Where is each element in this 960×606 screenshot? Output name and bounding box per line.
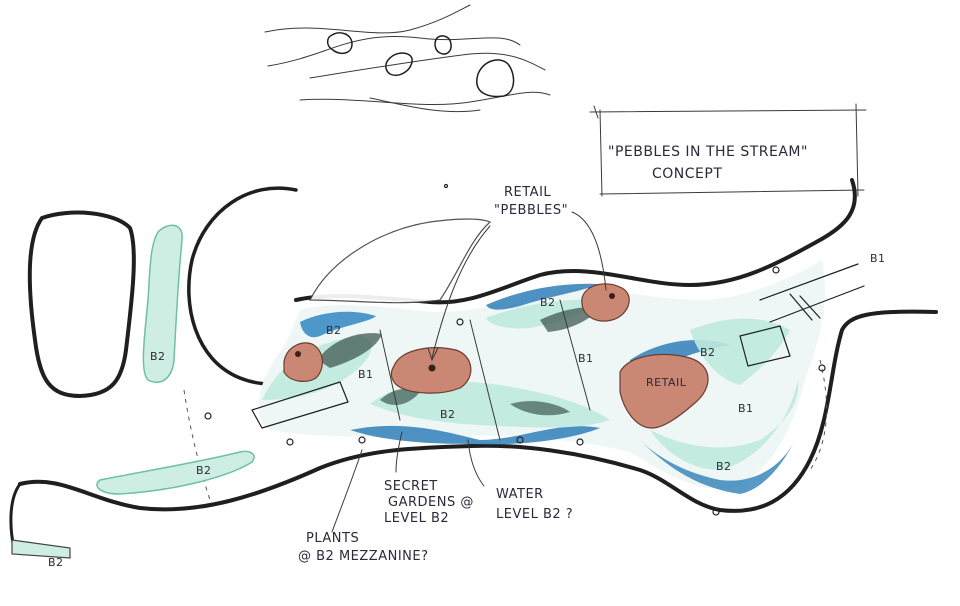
- bottom-left-mint-strip: [96, 450, 255, 495]
- level-label-b2-top-center: B2: [540, 296, 556, 309]
- level-label-b1-right: B1: [738, 402, 754, 415]
- callout-plants-line2: @ B2 MEZZANINE?: [298, 549, 429, 564]
- callout-retail-line2: "PEBBLES": [494, 203, 568, 218]
- callout-secret-gardens: SECRET GARDENS @ LEVEL B2: [384, 431, 474, 526]
- callout-secret-line2: GARDENS @: [388, 495, 474, 510]
- callout-plants-line1: PLANTS: [306, 531, 359, 546]
- site-outline-bottom: [18, 309, 938, 513]
- dashed-edge-right: [809, 359, 827, 471]
- mini-pebble-4: [476, 59, 515, 98]
- callout-plants: PLANTS @ B2 MEZZANINE?: [298, 449, 429, 564]
- pebble-top-dot: [609, 293, 615, 299]
- level-label-b2-upper-left: B2: [326, 324, 342, 337]
- level-label-b2-bottom-left: B2: [196, 464, 212, 477]
- dark-planting-lower: [510, 401, 570, 416]
- bridge-lines-right: [759, 263, 865, 323]
- level-label-b1-left: B1: [358, 368, 374, 381]
- corner-mint-strip: [11, 539, 71, 559]
- mini-stream-diagram: [264, 4, 551, 113]
- structure-line-2: [469, 319, 501, 441]
- retail-label: RETAIL: [646, 376, 687, 389]
- circulation-box-right: [739, 325, 791, 367]
- level-label-b2-right-upper: B2: [700, 346, 716, 359]
- callout-water-line2: LEVEL B2 ?: [496, 507, 573, 522]
- pebble-left-dot: [295, 351, 301, 357]
- level-label-b2-corner: B2: [48, 556, 64, 569]
- callout-retail-pebbles: RETAIL "PEBBLES": [427, 185, 607, 362]
- water-band-upper-left: [300, 311, 376, 338]
- mini-pebble-1: [326, 32, 353, 55]
- concept-title-line1: "PEBBLES IN THE STREAM": [608, 144, 808, 160]
- left-building-outline: [27, 210, 136, 398]
- pebble-left: [283, 342, 323, 382]
- callout-secret-line1: SECRET: [384, 479, 438, 494]
- dashed-edge-left: [183, 389, 211, 501]
- level-label-b1-center: B1: [578, 352, 594, 365]
- dark-planting-top: [540, 307, 600, 332]
- structure-line-1: [379, 329, 401, 421]
- concept-title-line2: CONCEPT: [652, 166, 722, 182]
- pebble-retail-large: [619, 353, 709, 429]
- garden-zone-top: [486, 299, 600, 329]
- callout-water-line1: WATER: [496, 487, 544, 502]
- column-markers: [204, 183, 826, 516]
- callout-retail-line1: RETAIL: [504, 185, 551, 200]
- left-mint-strip: [142, 224, 183, 383]
- water-band-bottom: [350, 425, 600, 445]
- pebble-top: [581, 283, 630, 322]
- water-band-top: [486, 283, 600, 310]
- garden-zone-right-lower: [650, 380, 799, 470]
- circulation-box-left: [251, 381, 349, 429]
- site-outline-left-end: [9, 482, 22, 550]
- callout-water-level: WATER LEVEL B2 ?: [467, 439, 573, 522]
- garden-zone-right: [690, 318, 790, 385]
- dark-planting-left: [318, 333, 382, 368]
- structure-line-3: [559, 299, 591, 411]
- concept-title-box: "PEBBLES IN THE STREAM" CONCEPT: [589, 103, 867, 197]
- pebble-center-dot: [428, 364, 436, 372]
- level-label-b2-center: B2: [440, 408, 456, 421]
- level-label-b1-far-right: B1: [870, 252, 886, 265]
- level-label-b2-left-strip: B2: [150, 350, 166, 363]
- dark-planting-center: [380, 388, 420, 406]
- mini-pebble-3: [434, 35, 452, 55]
- water-band-right-lower: [640, 440, 795, 494]
- retail-pebbles: [283, 283, 709, 429]
- mini-pebble-2: [385, 52, 413, 76]
- canopy-sweep: [309, 218, 492, 304]
- level-label-b2-right-lower: B2: [716, 460, 732, 473]
- callout-secret-line3: LEVEL B2: [384, 511, 449, 526]
